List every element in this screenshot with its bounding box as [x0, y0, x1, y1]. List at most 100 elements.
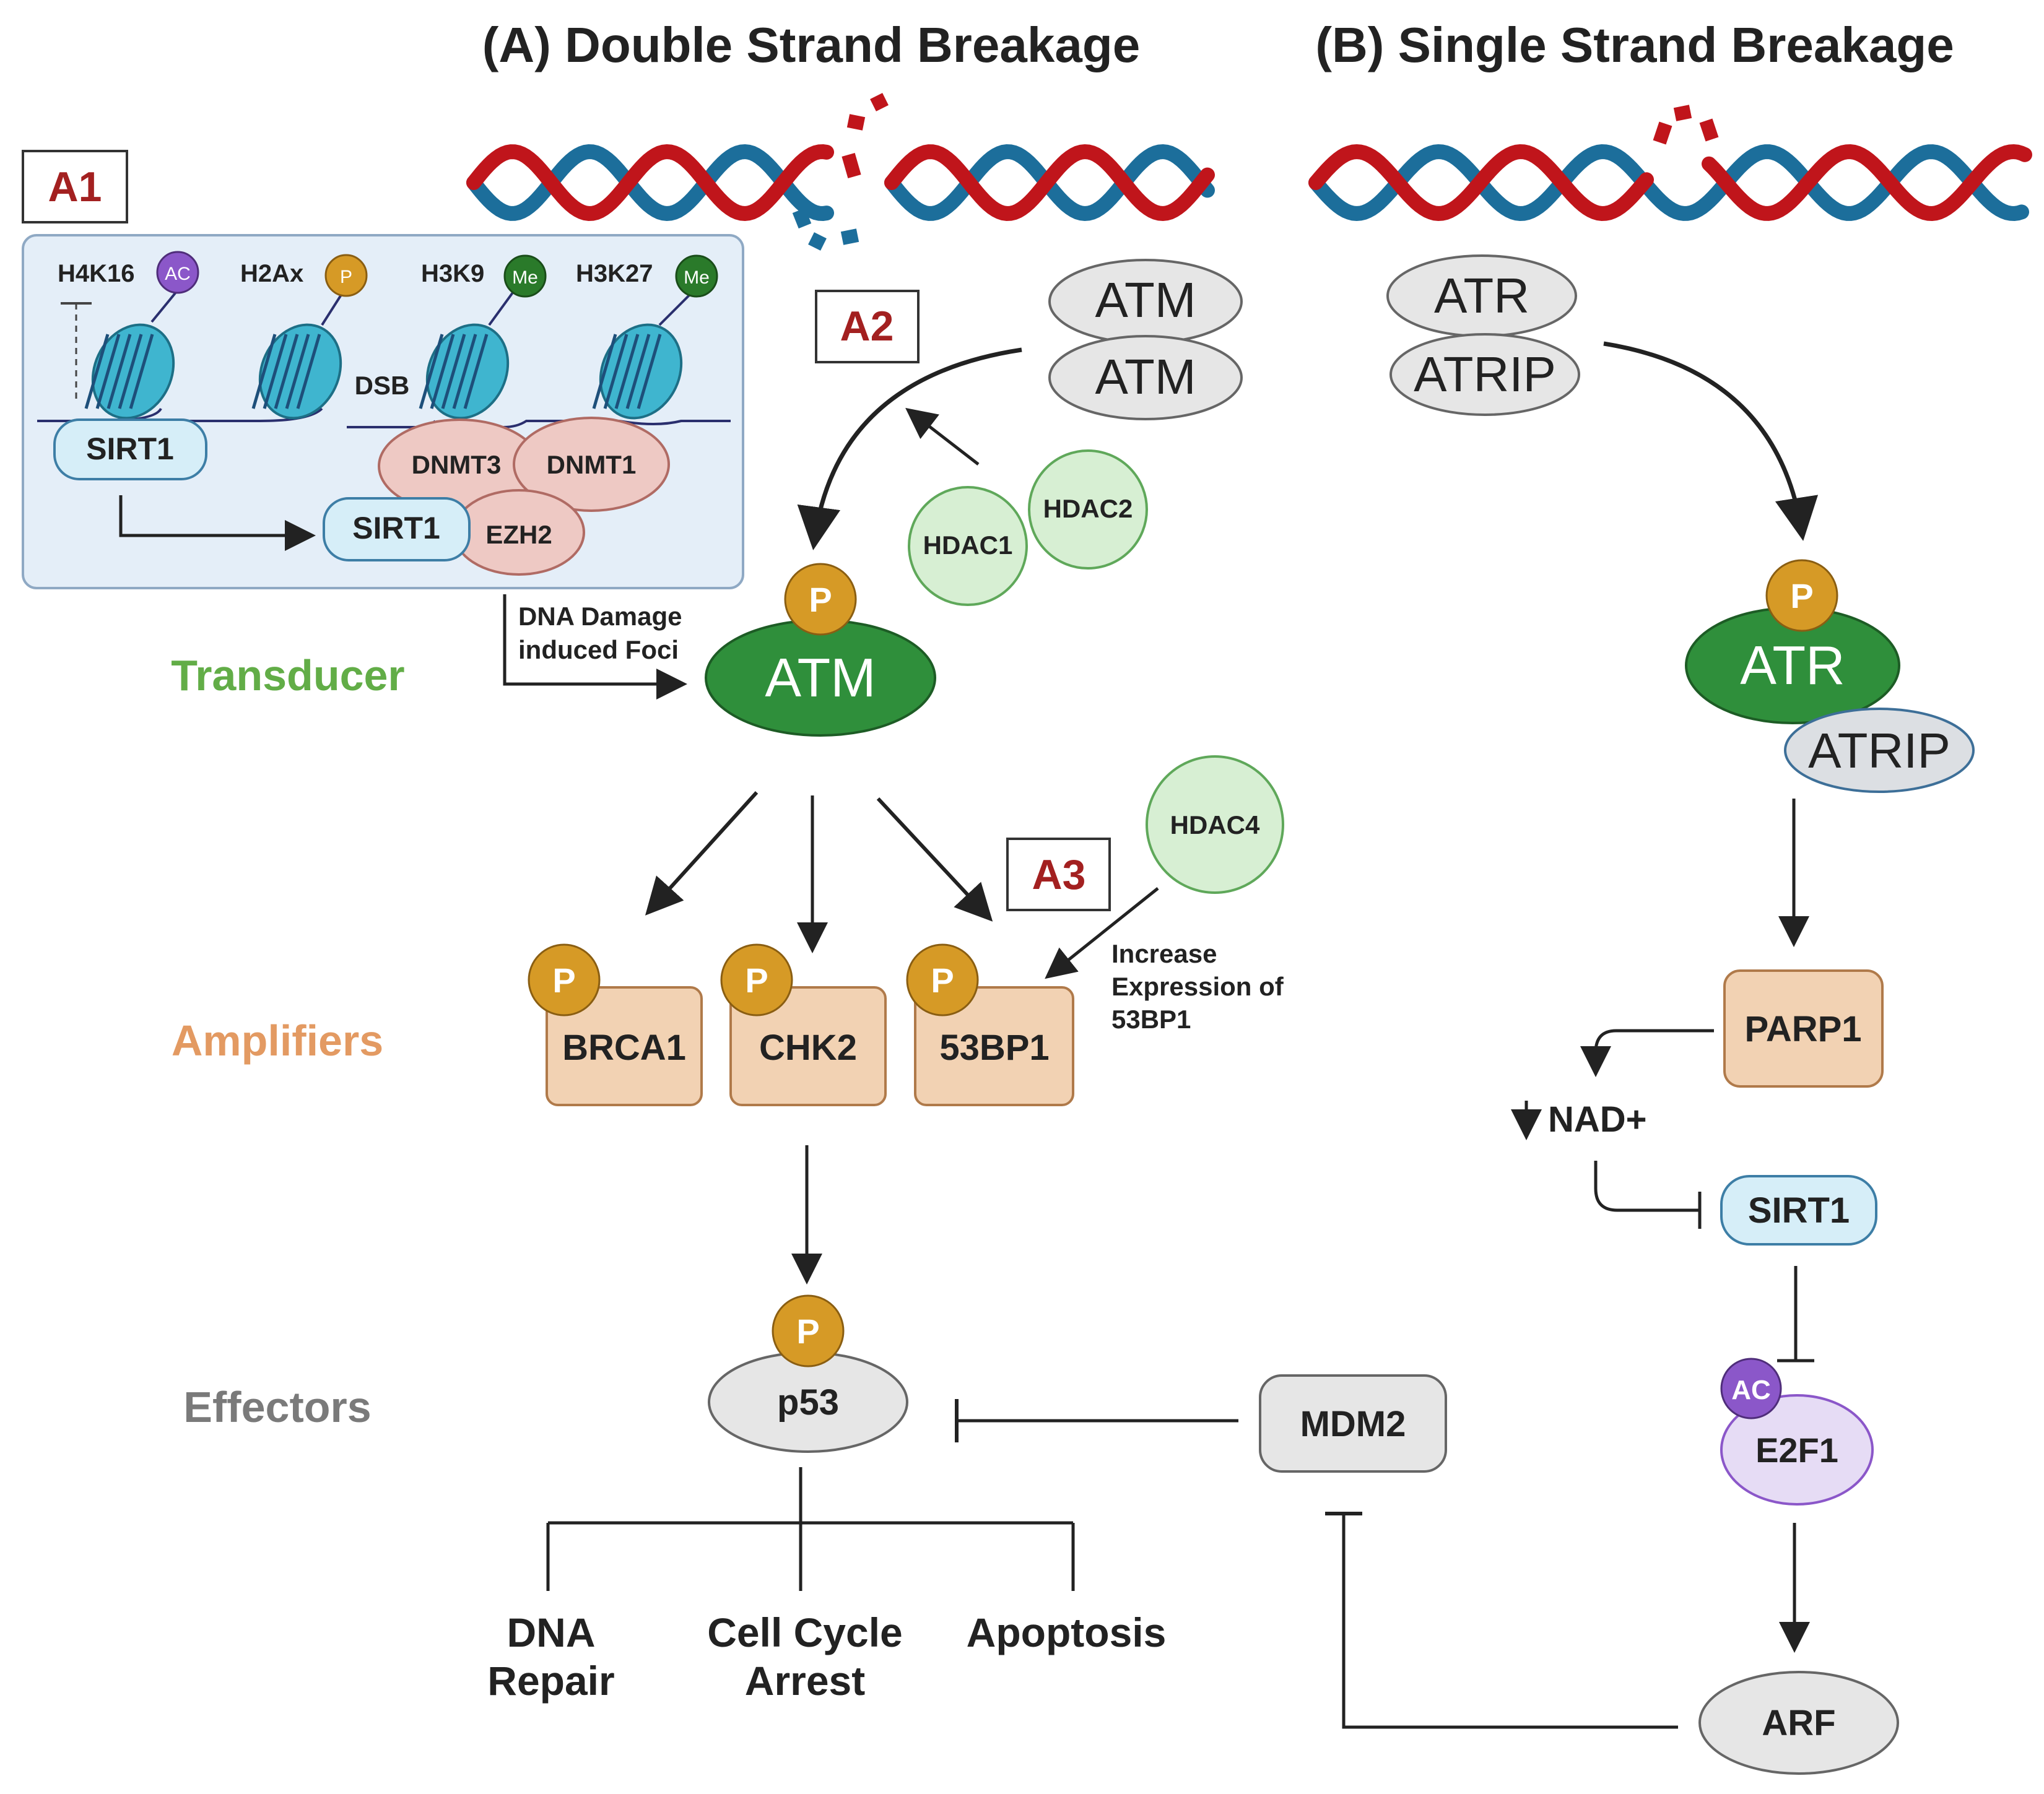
mdm2-label: MDM2 — [1300, 1404, 1406, 1444]
outcome-dna-repair-line1: DNA — [507, 1610, 596, 1655]
stage-transducer: Transducer — [171, 651, 404, 700]
label-a1-box — [22, 150, 128, 223]
atr-active-label: ATR — [1740, 635, 1845, 696]
title-double-strand: (A) Double Strand Breakage — [482, 17, 1140, 72]
dna-strand-blue — [466, 144, 834, 222]
sirt1-chromatin — [53, 418, 207, 480]
arf-label: ARF — [1762, 1703, 1835, 1743]
atr-activation-arrow — [1603, 341, 1819, 541]
stage-amplifiers: Amplifiers — [172, 1016, 383, 1065]
hdac4 — [1146, 755, 1284, 894]
nucleosome — [84, 323, 175, 420]
sirt1-recruit-arrow — [119, 495, 316, 551]
atrip-inactive-label: ATRIP — [1414, 347, 1556, 402]
atr-phospho — [1765, 559, 1838, 632]
methyl-badge-h3k27-label: Me — [684, 267, 710, 288]
stage-effectors: Effectors — [183, 1383, 371, 1431]
outcome-apoptosis: Apoptosis — [967, 1610, 1167, 1655]
chk2-phospho — [720, 943, 793, 1016]
mark-h3k27: H3K27 — [576, 260, 653, 287]
dna-strand-red — [884, 144, 1215, 222]
chromatin-inset: H4K16 AC H2Ax P H3K9 Me H3K27 Me DSB SIR… — [22, 234, 744, 589]
amplifier-53bp1: P 53BP1 — [906, 943, 1074, 1106]
label-a2-box — [815, 290, 920, 363]
atm-to-brca1-arrow — [645, 791, 759, 916]
hdac4-note-line1: Increase — [1111, 939, 1217, 968]
chk2-box — [729, 986, 887, 1106]
53bp1-phospho-label: P — [931, 961, 954, 1000]
dna-strand-red — [1702, 144, 2032, 222]
foci-arrow — [503, 594, 687, 700]
label-a3-box — [1006, 838, 1111, 911]
chk2-phospho-label: P — [745, 961, 768, 1000]
arf-inhibits-mdm2 — [1342, 1514, 1678, 1729]
title-single-strand: (B) Single Strand Breakage — [1315, 17, 1954, 72]
amplifier-brca1: P BRCA1 — [528, 943, 703, 1106]
e2f1-ac-label: AC — [1731, 1375, 1771, 1405]
atm-dimer-bottom-label: ATM — [1095, 349, 1196, 404]
atr-phospho-label: P — [1790, 576, 1813, 615]
nucleosomes — [84, 323, 683, 420]
chk2-label: CHK2 — [759, 1028, 857, 1068]
dnmt1 — [513, 417, 670, 512]
label-a2: A2 — [840, 303, 894, 350]
dna-strand-blue — [1308, 144, 2029, 222]
tail-h3k27 — [658, 290, 695, 326]
hdac4-label: HDAC4 — [1170, 810, 1260, 839]
sirt1-b — [1720, 1175, 1877, 1246]
label-a1: A1 — [48, 163, 102, 210]
sirt1-recruited — [323, 497, 471, 561]
sirt1-recruited-label: SIRT1 — [352, 511, 440, 545]
tail-h3k9 — [488, 290, 515, 326]
phospho-badge — [324, 254, 368, 297]
outcome-dna-repair-line2: Repair — [487, 1658, 614, 1704]
atrip-active-label: ATRIP — [1808, 723, 1950, 778]
53bp1-phospho — [906, 943, 979, 1016]
atrip-active — [1784, 708, 1975, 793]
dna-single-strand-break — [1308, 105, 2032, 222]
amplifier-chk2: P CHK2 — [720, 943, 887, 1106]
nucleosome — [419, 323, 510, 420]
nad-label: NAD+ — [1548, 1099, 1647, 1140]
atm-phospho-label: P — [809, 580, 832, 619]
atm-dimer-bottom — [1048, 335, 1243, 420]
methyl-badge-h3k9-label: Me — [512, 267, 538, 288]
brca1-label: BRCA1 — [562, 1028, 686, 1068]
mark-h3k9: H3K9 — [421, 260, 484, 287]
53bp1-label: 53BP1 — [939, 1028, 1049, 1068]
parp1-label: PARP1 — [1744, 1009, 1861, 1049]
mark-h4k16: H4K16 — [58, 260, 135, 287]
nucleosome — [251, 323, 342, 420]
hdac1-label: HDAC1 — [923, 531, 1013, 560]
sirt1-b-label: SIRT1 — [1748, 1190, 1850, 1231]
brca1-box — [546, 986, 703, 1106]
mdm2 — [1259, 1374, 1447, 1473]
foci-label-line2: induced Foci — [518, 635, 679, 664]
brca1-phospho — [528, 943, 601, 1016]
hdac4-to-53bp1-arrow — [1045, 887, 1159, 979]
e2f1-label: E2F1 — [1755, 1431, 1838, 1470]
ezh2-label: EZH2 — [485, 520, 552, 549]
mark-h2ax: H2Ax — [240, 260, 303, 287]
dnmt1-label: DNMT1 — [547, 450, 637, 479]
nucleosome — [592, 323, 683, 420]
nad-inhibits-sirt1 — [1594, 1161, 1700, 1212]
hdac4-note-line2: Expression of — [1111, 972, 1284, 1001]
parp1 — [1723, 969, 1884, 1088]
brca1-phospho-label: P — [552, 961, 575, 1000]
parp1-to-nad-arrow — [1580, 1029, 1714, 1077]
p53-label: p53 — [777, 1382, 839, 1423]
dna-strand-red — [1308, 144, 1654, 222]
sirt1-chromatin-label: SIRT1 — [86, 431, 174, 466]
ac-badge — [156, 251, 199, 294]
dna-strand-red — [466, 144, 834, 222]
phospho-badge-label: P — [340, 267, 352, 287]
hdac1 — [908, 486, 1028, 606]
outcome-cell-cycle-line1: Cell Cycle — [707, 1610, 903, 1655]
e2f1-ac — [1720, 1358, 1782, 1419]
atm-phospho — [784, 563, 857, 636]
dna-ss-break — [1653, 105, 1719, 145]
atrip-inactive — [1389, 333, 1580, 416]
hdac2-label: HDAC2 — [1043, 494, 1133, 523]
